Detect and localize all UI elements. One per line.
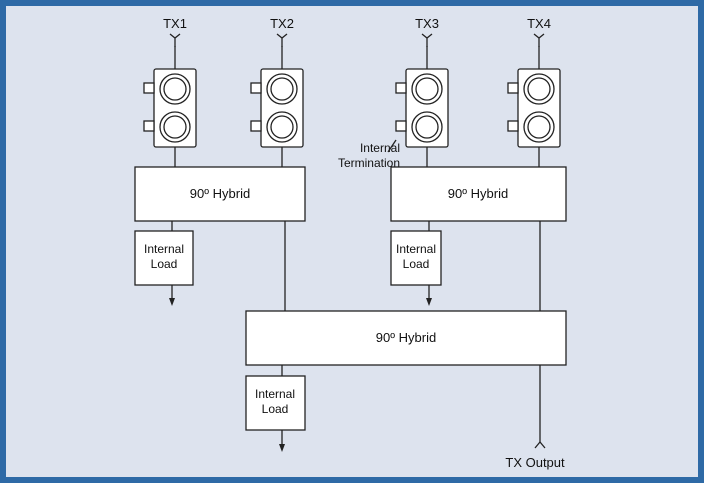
tx1-antenna — [169, 33, 181, 69]
termination-label-line1: Internal — [360, 141, 400, 155]
load-bottom-line2: Load — [262, 402, 289, 416]
arrow-left — [169, 298, 175, 306]
arrow-right — [426, 298, 432, 306]
output-antenna-icon — [534, 440, 546, 449]
load-right — [390, 230, 442, 286]
hybrid-bottom — [245, 310, 567, 366]
load-left-line2: Load — [151, 257, 178, 271]
tx3-label: TX3 — [415, 16, 439, 31]
load-bottom-line1: Internal — [255, 387, 295, 401]
hybrid-left-label: 90º Hybrid — [190, 186, 250, 201]
tx4-circulator-unit — [507, 68, 561, 148]
termination-label-line2: Termination — [338, 156, 400, 170]
termination-pointer — [387, 139, 397, 153]
hybrid-bottom-label: 90º Hybrid — [376, 330, 436, 345]
tx3-antenna — [421, 33, 433, 69]
tx2-label: TX2 — [270, 16, 294, 31]
tx4-label: TX4 — [527, 16, 551, 31]
tx1-circulator-unit — [143, 68, 197, 148]
tx2-antenna — [276, 33, 288, 69]
hybrid-left — [134, 166, 306, 222]
tx2-circulator-unit — [250, 68, 304, 148]
output-label: TX Output — [505, 455, 565, 470]
hybrid-right — [390, 166, 567, 222]
load-bottom — [245, 375, 306, 431]
hybrid-right-label: 90º Hybrid — [448, 186, 508, 201]
load-left-line1: Internal — [144, 242, 184, 256]
tx1-label: TX1 — [163, 16, 187, 31]
load-right-line2: Load — [403, 257, 430, 271]
tx4-antenna — [533, 33, 545, 69]
tx3-circulator-unit — [395, 68, 449, 148]
arrow-bottom — [279, 444, 285, 452]
load-right-line1: Internal — [396, 242, 436, 256]
load-left — [134, 230, 194, 286]
